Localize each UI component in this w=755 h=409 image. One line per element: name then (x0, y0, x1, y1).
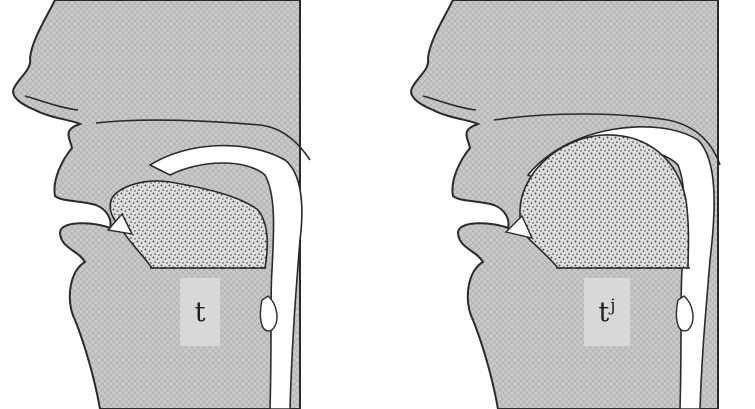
phoneme-label-text: t (598, 297, 609, 328)
sagittal-section-plain (0, 0, 340, 409)
phoneme-label-superscript: j (610, 296, 615, 316)
diagram-plain-t: t (0, 0, 340, 409)
sagittal-section-palatalized (398, 0, 755, 409)
phoneme-label-text: t (195, 297, 206, 328)
phoneme-label-plain: t (180, 278, 220, 346)
